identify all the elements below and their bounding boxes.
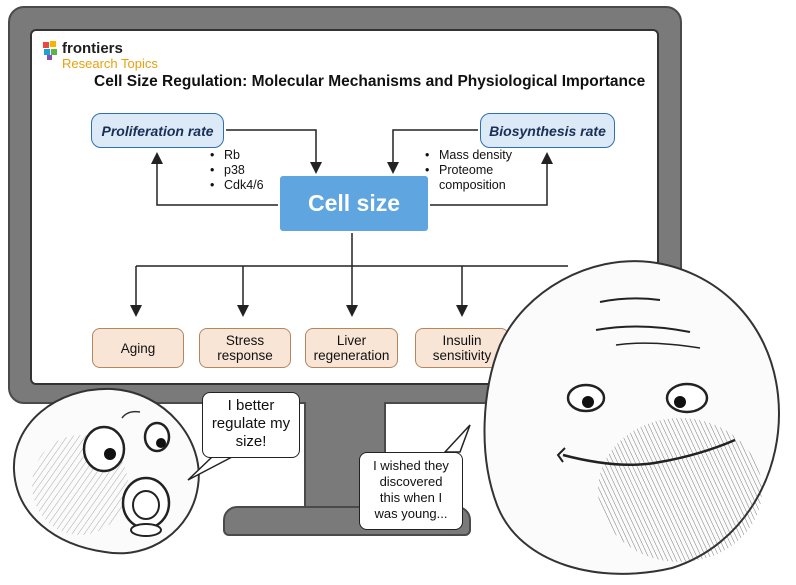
- diagram-title: Cell Size Regulation: Molecular Mechanis…: [94, 73, 646, 90]
- speech-line: regulate my: [211, 415, 291, 432]
- biosynthesis-factors-list: Mass density Proteome composition: [425, 148, 512, 193]
- proliferation-factors-list: Rb p38 Cdk4/6: [210, 148, 264, 193]
- factor-item: p38: [210, 163, 264, 178]
- arrow-cellsize-to-proliferation: [151, 152, 278, 206]
- factor-item: Mass density: [425, 148, 512, 163]
- biosynthesis-rate-box: Biosynthesis rate: [480, 113, 615, 148]
- arrow-proliferation-to-cellsize: [226, 129, 322, 174]
- logo-subtitle: Research Topics: [62, 56, 158, 71]
- factor-item: Proteome: [425, 163, 512, 178]
- outcome-line: sensitivity: [432, 348, 492, 363]
- logo-brand: frontiers: [62, 40, 123, 57]
- outcome-line: response: [217, 348, 273, 363]
- factor-item: Cdk4/6: [210, 178, 264, 193]
- baby-speech-bubble: I better regulate my size!: [202, 392, 300, 458]
- outcome-line: Insulin: [442, 333, 482, 348]
- factor-item: Rb: [210, 148, 264, 163]
- old-speech-bubble: I wished they discovered this when I was…: [359, 452, 463, 530]
- speech-line: discovered: [379, 474, 443, 489]
- speech-line: this when I: [379, 490, 443, 505]
- outcome-line: Stress: [225, 333, 265, 348]
- old-face-illustration: [483, 260, 780, 575]
- speech-line: I better: [227, 397, 275, 414]
- arrow-cellsize-to-biosynthesis: [430, 152, 553, 206]
- outcome-aging: Aging: [92, 328, 184, 368]
- speech-line: size!: [235, 433, 267, 450]
- speech-line: was young...: [374, 506, 448, 521]
- outcome-line: regeneration: [313, 348, 390, 363]
- outcome-line: Liver: [336, 333, 367, 348]
- old-bubble-tail: [443, 424, 471, 453]
- factor-item-continued: composition: [439, 178, 506, 192]
- outcome-line: Aging: [120, 340, 156, 356]
- baby-face-illustration: [12, 387, 200, 555]
- frontiers-logo-icon: [43, 41, 57, 60]
- arrow-biosynthesis-to-cellsize: [387, 129, 478, 174]
- proliferation-rate-box: Proliferation rate: [91, 113, 224, 148]
- speech-line: I wished they: [373, 458, 449, 473]
- cell-size-box: Cell size: [280, 176, 428, 231]
